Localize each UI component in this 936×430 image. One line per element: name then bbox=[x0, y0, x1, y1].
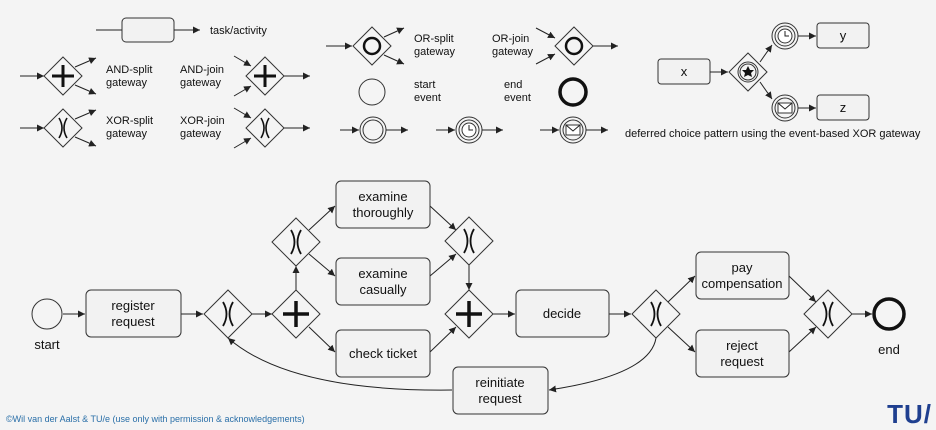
process-flows bbox=[63, 205, 872, 393]
task-reinitiate-request bbox=[452, 366, 549, 415]
or-split-gateway-icon bbox=[352, 26, 392, 66]
legend-start-event-label-2: event bbox=[414, 92, 441, 104]
legend-xor-join: XOR-join gateway bbox=[180, 107, 310, 149]
xor-join-gateway-end bbox=[803, 289, 853, 339]
deferred-caption: deferred choice pattern using the event-… bbox=[625, 128, 921, 140]
task-reject-request-label-1: reject bbox=[726, 338, 758, 353]
legend-task: task/activity bbox=[96, 17, 267, 43]
legend-and-join-label-2: gateway bbox=[180, 77, 221, 89]
task-pay-compensation-label-1: pay bbox=[732, 260, 753, 275]
task-check-ticket-label: check ticket bbox=[349, 346, 417, 361]
task-examine-casually-label-2: casually bbox=[360, 282, 407, 297]
legend-start-event-label-1: start bbox=[414, 79, 435, 91]
legend-or-split-label-2: gateway bbox=[414, 46, 455, 58]
task-examine-thoroughly bbox=[335, 180, 431, 229]
legend-xor-split: XOR-split gateway bbox=[20, 108, 153, 148]
deferred-task-z bbox=[816, 94, 870, 121]
task-examine-casually bbox=[335, 257, 431, 306]
xor-join-gateway-examine bbox=[444, 216, 494, 266]
legend-intermediate-event bbox=[340, 116, 408, 144]
legend-task-label: task/activity bbox=[210, 25, 267, 37]
task-examine-thoroughly-label-2: thoroughly bbox=[353, 205, 414, 220]
start-event-icon bbox=[358, 78, 386, 106]
legend-end-event: end event bbox=[504, 77, 588, 107]
deferred-task-y bbox=[816, 22, 870, 49]
task-examine-casually-label-1: examine bbox=[358, 266, 407, 281]
copyright-notice: ©Wil van der Aalst & TU/e (use only with… bbox=[6, 414, 305, 424]
process-start-event bbox=[31, 298, 63, 330]
legend-message-event bbox=[540, 116, 608, 144]
task-decide bbox=[515, 289, 610, 338]
process-end-event bbox=[872, 297, 906, 331]
legend-and-join-label-1: AND-join bbox=[180, 64, 224, 76]
xor-split-gateway-icon bbox=[43, 108, 83, 148]
deferred-task-x-label: x bbox=[681, 64, 688, 79]
legend-timer-event bbox=[436, 116, 503, 144]
legend-xor-join-label-1: XOR-join bbox=[180, 115, 225, 127]
intermediate-event-icon bbox=[359, 116, 387, 144]
legend-and-split-label-1: AND-split bbox=[106, 64, 152, 76]
legend-or-join: OR-join gateway bbox=[492, 26, 618, 66]
xor-join-gateway-icon bbox=[245, 108, 285, 148]
legend-or-join-label-2: gateway bbox=[492, 46, 533, 58]
task-examine-thoroughly-label-1: examine bbox=[358, 189, 407, 204]
end-event-icon bbox=[558, 77, 588, 107]
legend-task-box bbox=[121, 17, 175, 43]
task-register-request-label-2: request bbox=[111, 314, 155, 329]
task-reinitiate-request-label-1: reinitiate bbox=[475, 375, 524, 390]
legend-end-event-label-2: event bbox=[504, 92, 531, 104]
or-join-gateway-icon bbox=[554, 26, 594, 66]
task-register-request bbox=[85, 289, 182, 338]
legend-and-split-label-2: gateway bbox=[106, 77, 147, 89]
legend-and-split: AND-split gateway bbox=[20, 56, 152, 96]
task-reject-request bbox=[695, 329, 790, 378]
task-reject-request-label-2: request bbox=[720, 354, 764, 369]
legend-or-split: OR-split gateway bbox=[326, 26, 455, 66]
process-start-label: start bbox=[34, 337, 60, 352]
task-check-ticket bbox=[335, 329, 431, 378]
deferred-task-y-label: y bbox=[840, 28, 847, 43]
process-end-label: end bbox=[878, 342, 900, 357]
legend-or-join-label-1: OR-join bbox=[492, 33, 529, 45]
legend-or-split-label-1: OR-split bbox=[414, 33, 454, 45]
task-pay-compensation bbox=[695, 251, 790, 300]
task-register-request-label-1: register bbox=[111, 298, 155, 313]
xor-split-gateway-examine bbox=[271, 217, 321, 267]
task-pay-compensation-label-2: compensation bbox=[702, 276, 783, 291]
legend-xor-split-label-2: gateway bbox=[106, 128, 147, 140]
legend-end-event-label-1: end bbox=[504, 79, 522, 91]
legend-xor-join-label-2: gateway bbox=[180, 128, 221, 140]
tu-logo: TU/ bbox=[887, 399, 932, 429]
legend-deferred-choice: x y z deferred choice pattern using the … bbox=[625, 22, 921, 140]
task-decide-label: decide bbox=[543, 306, 581, 321]
legend-start-event: start event bbox=[358, 78, 441, 106]
xor-join-gateway-1 bbox=[203, 289, 253, 339]
deferred-task-z-label: z bbox=[840, 100, 847, 115]
task-reinitiate-request-label-2: request bbox=[478, 391, 522, 406]
legend-and-join: AND-join gateway bbox=[180, 55, 310, 97]
xor-split-gateway-decide bbox=[631, 289, 681, 339]
legend-xor-split-label-1: XOR-split bbox=[106, 115, 153, 127]
